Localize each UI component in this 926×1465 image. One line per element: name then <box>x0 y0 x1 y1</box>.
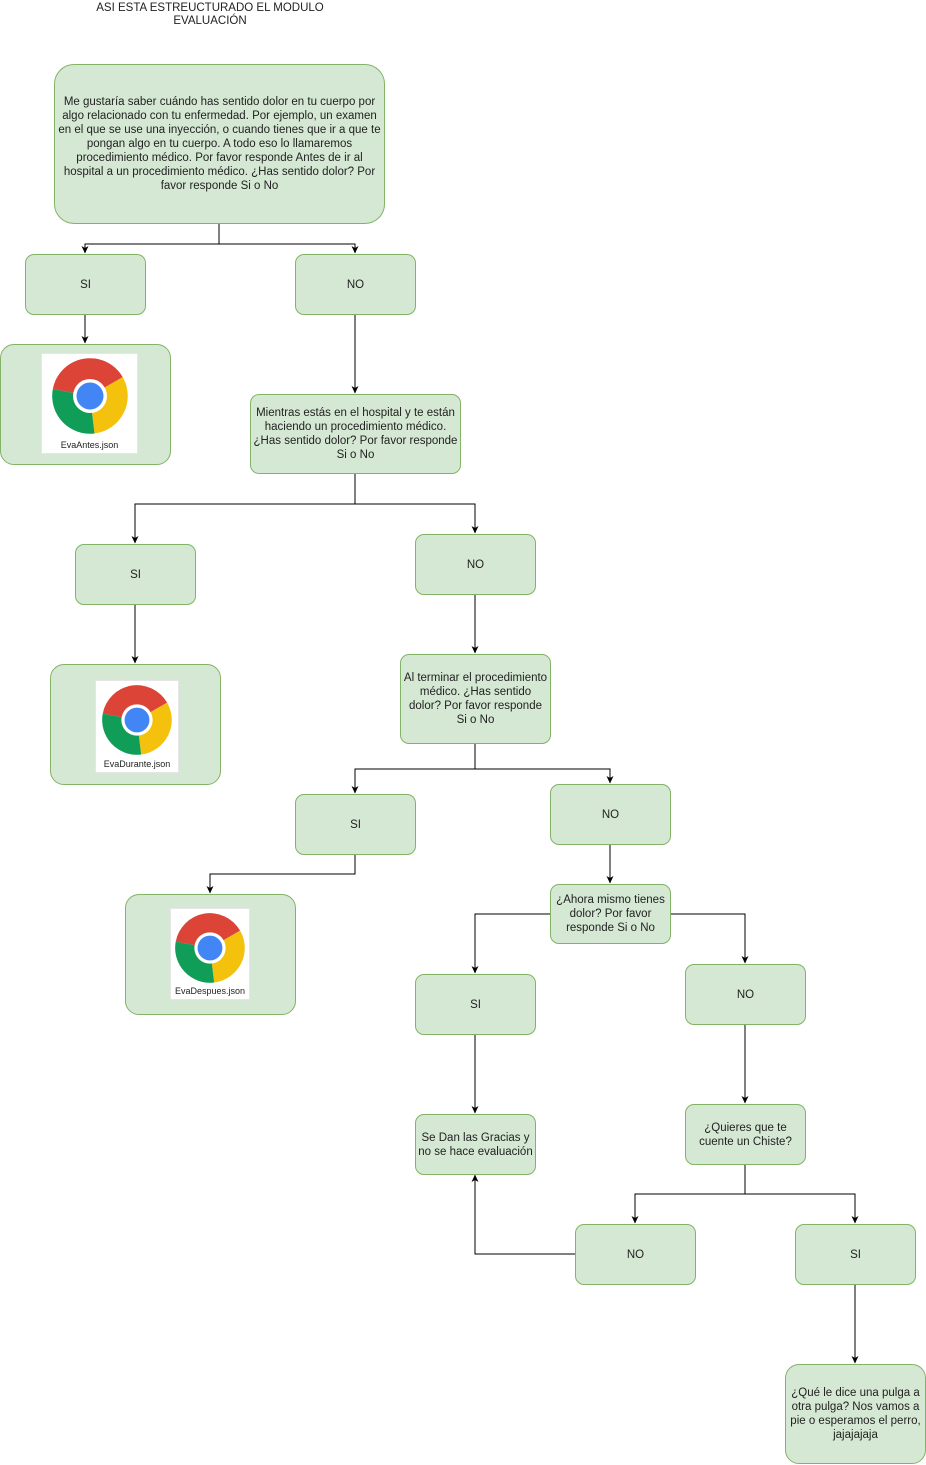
answer-si-antes: SI <box>25 254 146 315</box>
question-ahora-text: ¿Ahora mismo tienes dolor? Por favor res… <box>556 894 665 934</box>
chrome-icon <box>51 358 128 434</box>
chrome-icon <box>102 685 172 755</box>
question-ahora: ¿Ahora mismo tienes dolor? Por favor res… <box>550 884 671 944</box>
answer-no-ahora: NO <box>685 964 806 1025</box>
answer-si-despues: SI <box>295 794 416 855</box>
question-antes: Me gustaría saber cuándo has sentido dol… <box>54 64 385 224</box>
question-durante: Mientras estás en el hospital y te están… <box>250 394 461 474</box>
answer-no-antes: NO <box>295 254 416 315</box>
chrome-icon <box>175 913 245 983</box>
answer-si-antes-label: SI <box>80 278 91 291</box>
answer-no-chiste: NO <box>575 1224 696 1285</box>
question-chiste-text: ¿Quieres que te cuente un Chiste? <box>699 1121 792 1148</box>
diagram-title: ASI ESTA ESTREUCTURADO EL MODULO EVALUAC… <box>96 2 324 27</box>
edge-q5-si <box>745 1193 859 1224</box>
answer-no-durante-label: NO <box>466 558 485 571</box>
edge-q3-si <box>351 744 476 794</box>
answer-no-chiste-label: NO <box>626 1248 645 1261</box>
edge-q4-no <box>670 913 749 964</box>
edge-no-thanks <box>471 1174 575 1255</box>
answer-si-chiste: SI <box>795 1224 916 1285</box>
answer-si-despues-label: SI <box>350 818 361 831</box>
answer-no-durante: NO <box>415 534 536 595</box>
edge-q1-si <box>81 224 220 254</box>
answer-si-durante-label: SI <box>130 568 141 581</box>
answer-no-antes-label: NO <box>346 278 365 291</box>
joke-node: ¿Qué le dice una pulga a otra pulga? Nos… <box>785 1364 926 1464</box>
answer-no-ahora-label: NO <box>736 988 755 1001</box>
edge-q2-no <box>355 503 479 534</box>
chrome-file-despues: EvaDespues.json <box>170 908 250 1000</box>
answer-si-durante: SI <box>75 544 196 605</box>
question-durante-text: Mientras estás en el hospital y te están… <box>253 407 458 461</box>
edge-q2-si <box>131 474 356 544</box>
chrome-file-durante: EvaDurante.json <box>95 680 179 773</box>
edge-q3-no <box>475 768 614 784</box>
question-antes-text: Me gustaría saber cuándo has sentido dol… <box>58 96 381 192</box>
thanks-node: Se Dan las Gracias y no se hace evaluaci… <box>415 1114 536 1175</box>
answer-si-chiste-label: SI <box>850 1248 861 1261</box>
answer-no-despues: NO <box>550 784 671 845</box>
answer-si-ahora: SI <box>415 974 536 1035</box>
thanks-text: Se Dan las Gracias y no se hace evaluaci… <box>418 1131 533 1158</box>
edge-q4-si <box>471 913 550 974</box>
edge-q5-no <box>631 1164 746 1224</box>
chrome-file-antes: EvaAntes.json <box>41 353 138 454</box>
file-name-despues: EvaDespues.json <box>174 986 246 996</box>
question-despues: Al terminar el procedimiento médico. ¿Ha… <box>400 654 551 744</box>
answer-si-ahora-label: SI <box>470 998 481 1011</box>
edge-q1-no <box>219 243 359 254</box>
question-chiste: ¿Quieres que te cuente un Chiste? <box>685 1104 806 1165</box>
answer-no-despues-label: NO <box>601 808 620 821</box>
edge-si-despues <box>206 855 356 894</box>
file-name-antes: EvaAntes.json <box>60 440 119 450</box>
file-name-durante: EvaDurante.json <box>103 759 171 769</box>
question-despues-text: Al terminar el procedimiento médico. ¿Ha… <box>403 672 548 726</box>
joke-text: ¿Qué le dice una pulga a otra pulga? Nos… <box>790 1387 921 1441</box>
